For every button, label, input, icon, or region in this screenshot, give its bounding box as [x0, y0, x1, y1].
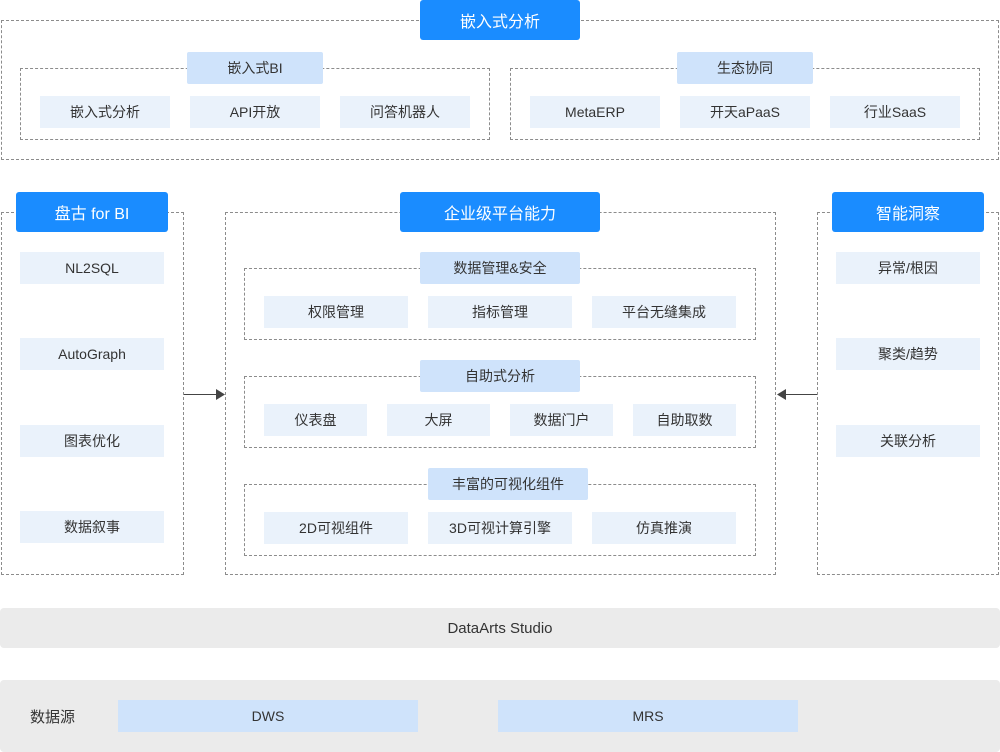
insight-item-correlation: 关联分析: [836, 425, 980, 457]
datasource-item-mrs: MRS: [498, 700, 798, 732]
insight-item-cluster: 聚类/趋势: [836, 338, 980, 370]
self-service-item-bigscreen: 大屏: [387, 404, 490, 436]
arrow-head-left-icon: [777, 389, 786, 400]
pangu-item-data-story: 数据叙事: [20, 511, 164, 543]
self-service-label: 自助式分析: [420, 360, 580, 392]
datasource-item-dws: DWS: [118, 700, 418, 732]
datasource-label: 数据源: [30, 709, 76, 726]
embedded-bi-item-api: API开放: [190, 96, 320, 128]
data-management-item-permission: 权限管理: [264, 296, 408, 328]
ecosystem-item-metaerp: MetaERP: [530, 96, 660, 128]
embedded-bi-label: 嵌入式BI: [187, 52, 323, 84]
embedded-bi-item-embedded-analysis: 嵌入式分析: [40, 96, 170, 128]
visual-components-label: 丰富的可视化组件: [428, 468, 588, 500]
dataarts-studio-label: DataArts Studio: [447, 619, 553, 637]
pangu-item-nl2sql: NL2SQL: [20, 252, 164, 284]
arrow-left-to-center: [184, 394, 218, 395]
embedded-analytics-title: 嵌入式分析: [420, 0, 580, 40]
ecosystem-label: 生态协同: [677, 52, 813, 84]
smart-insight-title: 智能洞察: [832, 192, 984, 232]
self-service-item-self-fetch: 自助取数: [633, 404, 736, 436]
ecosystem-item-kaitian: 开天aPaaS: [680, 96, 810, 128]
visual-components-item-simulation: 仿真推演: [592, 512, 736, 544]
enterprise-platform-title: 企业级平台能力: [400, 192, 600, 232]
embedded-bi-item-qa-bot: 问答机器人: [340, 96, 470, 128]
self-service-item-dashboard: 仪表盘: [264, 404, 367, 436]
arrow-head-right-icon: [216, 389, 225, 400]
pangu-bi-title: 盘古 for BI: [16, 192, 168, 232]
data-management-item-metrics: 指标管理: [428, 296, 572, 328]
dataarts-studio-bar: DataArts Studio: [0, 608, 1000, 648]
pangu-item-chart-optimize: 图表优化: [20, 425, 164, 457]
insight-item-anomaly: 异常/根因: [836, 252, 980, 284]
arrow-right-to-center: [785, 394, 817, 395]
data-management-item-integration: 平台无缝集成: [592, 296, 736, 328]
ecosystem-item-saas: 行业SaaS: [830, 96, 960, 128]
self-service-item-data-portal: 数据门户: [510, 404, 613, 436]
data-management-label: 数据管理&安全: [420, 252, 580, 284]
visual-components-item-2d: 2D可视组件: [264, 512, 408, 544]
pangu-item-autograph: AutoGraph: [20, 338, 164, 370]
visual-components-item-3d: 3D可视计算引擎: [428, 512, 572, 544]
